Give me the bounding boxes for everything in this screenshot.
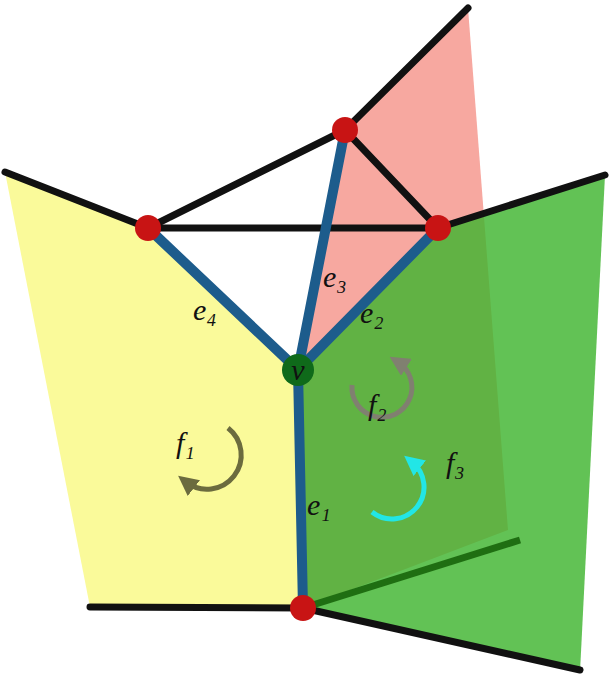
face-label: f₃ [446, 448, 465, 478]
orientation-arrow [372, 462, 424, 519]
face-f1 [5, 172, 303, 608]
incident-edges [148, 130, 438, 608]
edge-label: e₄ [193, 295, 217, 325]
face-f3 [298, 175, 605, 672]
face-label: f₁ [176, 428, 195, 458]
mesh-edges [5, 8, 605, 670]
edge-label: e₃ [323, 262, 347, 292]
vertex-label: v [291, 355, 304, 385]
vertex-circle: v [282, 354, 314, 386]
face-label: f₂ [368, 390, 387, 420]
edge-label: e₂ [360, 298, 384, 328]
mesh-vertices [135, 117, 451, 621]
edge-label: e₁ [307, 490, 331, 520]
face-edge [303, 540, 520, 608]
